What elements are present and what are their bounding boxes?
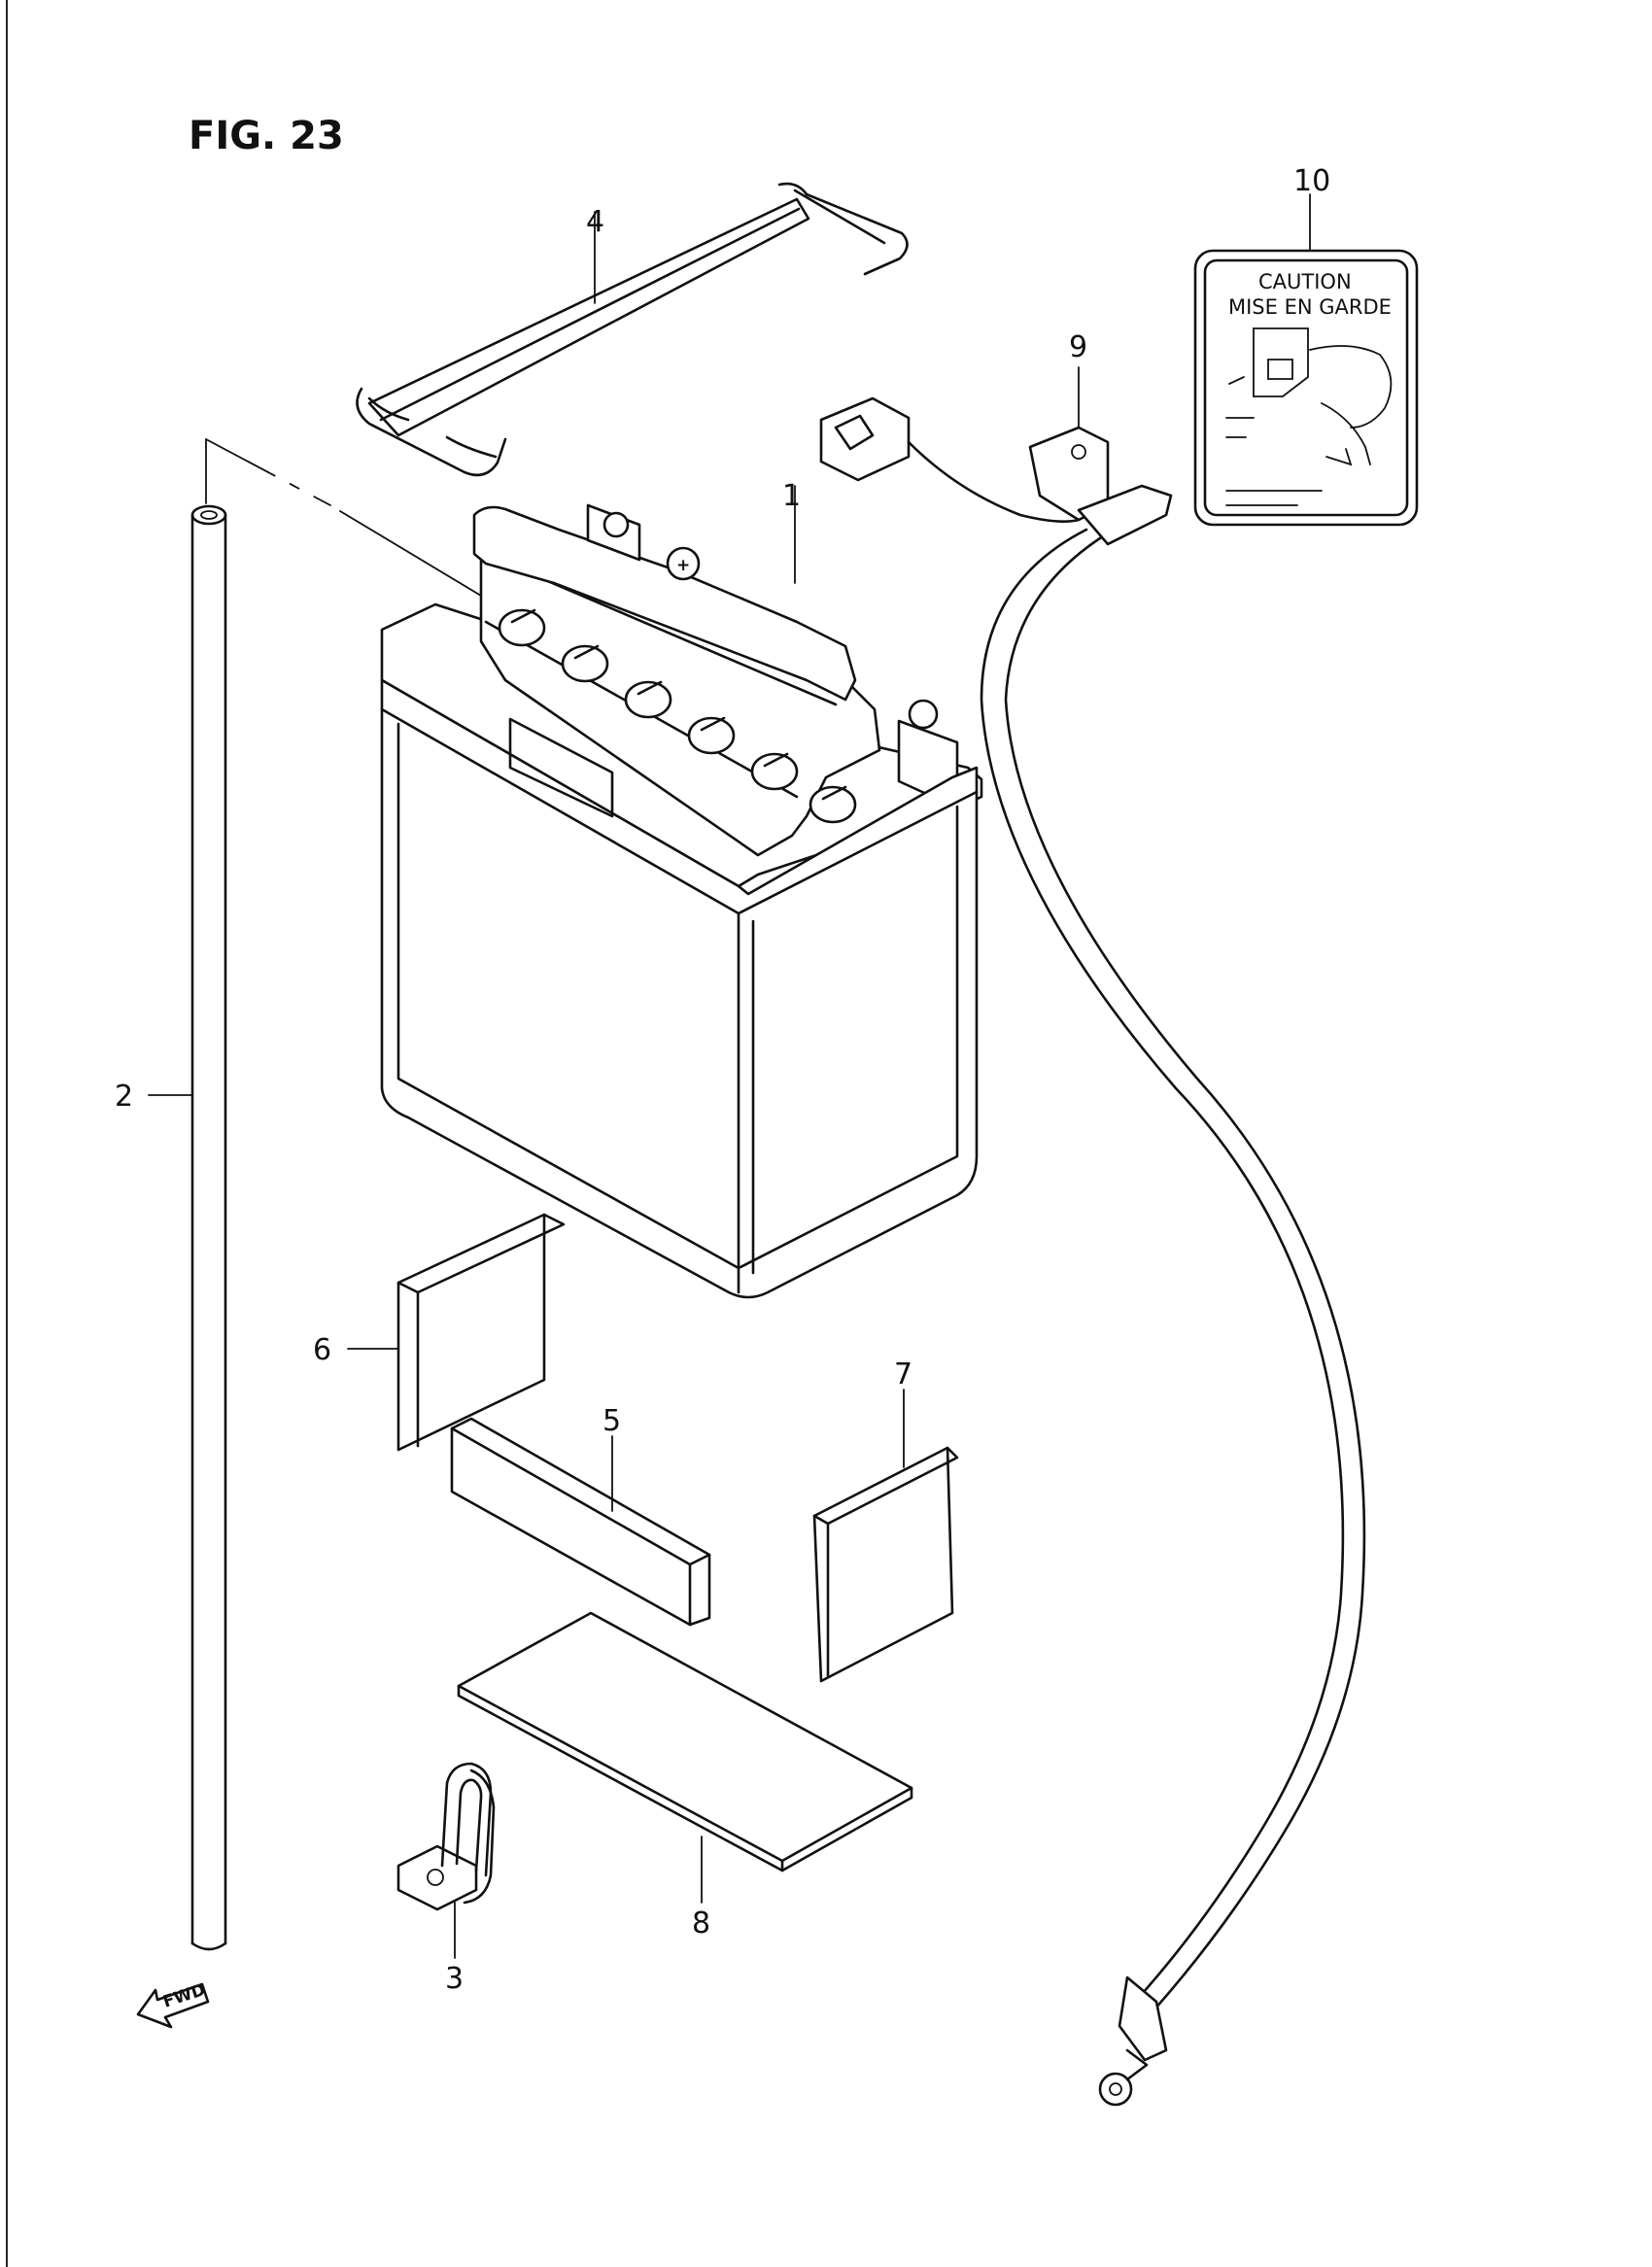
caution-label-line2: MISE EN GARDE	[1228, 295, 1392, 319]
figure-title: FIG. 23	[189, 114, 344, 158]
callout-6: 6	[313, 1333, 331, 1367]
battery-band-part: 4	[356, 182, 909, 477]
plus-symbol: +	[676, 556, 690, 575]
callout-5: 5	[602, 1404, 621, 1438]
callout-1: 1	[782, 479, 801, 513]
callout-7: 7	[894, 1357, 912, 1391]
caution-label-line1: CAUTION	[1258, 270, 1352, 293]
callout-8: 8	[692, 1906, 710, 1941]
fwd-arrow-icon: FWD	[136, 1980, 210, 2029]
caution-label-part: CAUTION MISE EN GARDE 10	[1193, 164, 1419, 527]
cushion-front-part: 5	[450, 1404, 711, 1627]
callout-9: 9	[1069, 330, 1087, 364]
callout-10: 10	[1293, 164, 1330, 198]
cushion-side-part: 6	[313, 1213, 566, 1452]
cushion-rear-part: 7	[812, 1357, 959, 1683]
callout-4: 4	[586, 205, 604, 239]
callout-3: 3	[445, 1962, 464, 1996]
breather-hose-part: 2	[115, 438, 506, 1951]
cable-9-part: 9	[819, 330, 1366, 2107]
cushion-bottom-part: 8	[457, 1611, 913, 1941]
hose-clamp-part: 3	[396, 1762, 496, 1996]
battery-part: + 1	[380, 479, 983, 1299]
callout-2: 2	[115, 1080, 133, 1114]
